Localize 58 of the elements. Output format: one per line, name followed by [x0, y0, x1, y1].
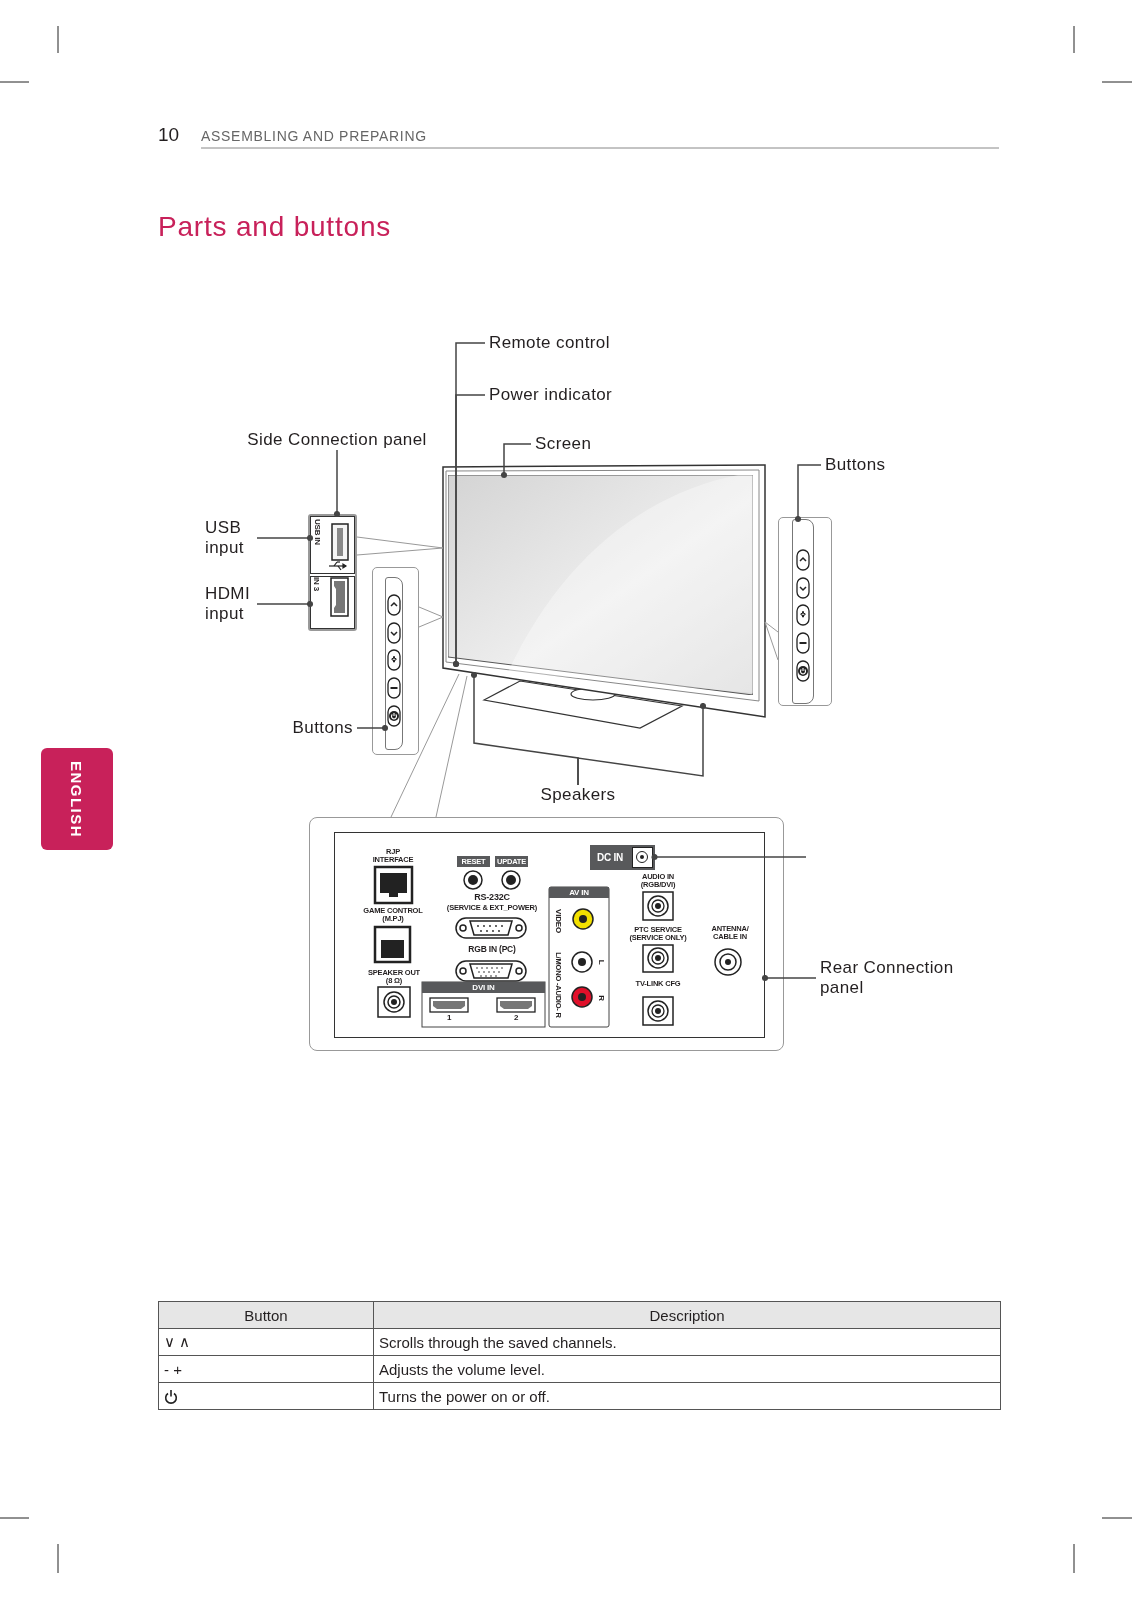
table-text: - + — [158, 1355, 374, 1383]
port-label: IN 3 — [311, 576, 321, 593]
port-label: USB IN — [312, 518, 322, 547]
port-section — [310, 516, 355, 574]
table-text: Scrolls through the saved channels. — [373, 1328, 1001, 1356]
port-section — [310, 576, 355, 629]
callout-label: Buttons — [821, 455, 911, 475]
callout-label: HDMI input — [201, 584, 257, 624]
port-label: AV IN — [549, 887, 609, 898]
tv-screen — [448, 475, 753, 695]
projection-line — [418, 616, 444, 628]
leader-line — [256, 534, 314, 542]
port-label: VIDEO — [553, 908, 563, 935]
port-number: 2 — [512, 1014, 520, 1023]
port-number: 1 — [445, 1014, 453, 1023]
callout-label: Power indicator — [485, 385, 645, 405]
callout-frame — [778, 517, 832, 706]
page-title: Parts and buttons — [158, 211, 392, 243]
leader-line — [256, 600, 314, 608]
callout-label: Buttons — [285, 718, 357, 738]
page-number: 10 — [158, 124, 181, 146]
callout-label: Remote control — [485, 333, 645, 353]
port-label: DVI IN — [422, 982, 545, 993]
port-label: DC IN — [590, 845, 630, 870]
projection-line — [356, 547, 444, 556]
projection-line — [435, 675, 468, 818]
button-strip — [792, 519, 814, 704]
table-text: ∨ ∧ — [158, 1328, 374, 1356]
projection-line — [356, 536, 444, 549]
leader-line — [500, 443, 532, 479]
projection-line — [390, 673, 460, 818]
port-label: L — [596, 958, 606, 967]
table-text: Adjusts the volume level. — [373, 1355, 1001, 1383]
port-label: R — [596, 994, 606, 1003]
leader-line — [794, 464, 822, 523]
callout-label: USB input — [201, 518, 257, 558]
port-label: RGB IN (PC) — [467, 945, 517, 954]
dc-power-jack — [629, 844, 655, 870]
projection-line — [418, 606, 444, 618]
port-label: RS-232C — [473, 893, 511, 903]
leader-line — [356, 724, 389, 732]
column-header: Button — [158, 1301, 374, 1329]
language-tab: ENGLISH — [41, 748, 113, 850]
leader-line — [577, 702, 707, 786]
table-text: Turns the power on or off. — [373, 1382, 1001, 1410]
column-header: Description — [373, 1301, 1001, 1329]
side-connection-panel — [308, 514, 357, 631]
leader-line — [452, 394, 486, 668]
tv-drawing — [442, 464, 767, 730]
callout-label: Rear Connection panel — [816, 958, 966, 998]
callout-label: Speakers — [533, 785, 623, 805]
callout-frame — [372, 567, 419, 755]
leader-line — [333, 449, 341, 518]
callout-label: Screen — [531, 434, 611, 454]
leader-line — [761, 974, 817, 982]
button-strip — [385, 577, 403, 750]
section-heading: ASSEMBLING AND PREPARING — [201, 128, 428, 144]
callout-label: Side Connection panel — [234, 430, 440, 450]
